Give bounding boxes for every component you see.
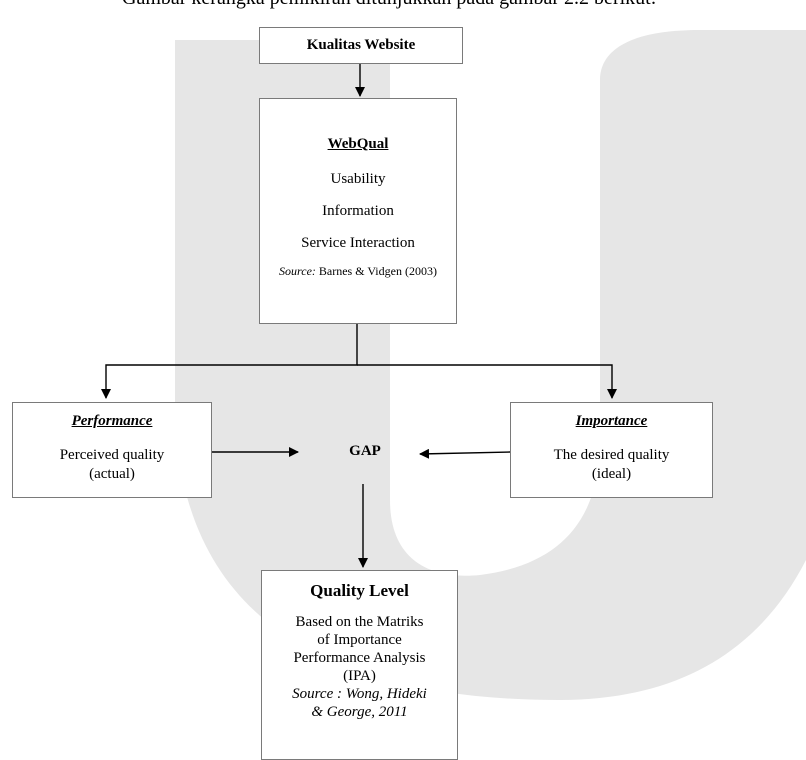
performance-title: Performance <box>71 413 153 429</box>
webqual-source-text: Barnes & Vidgen (2003) <box>318 264 437 278</box>
importance-line-1: The desired quality <box>553 447 670 463</box>
gap-label: GAP <box>349 443 381 459</box>
quality-level-description: Based on the Matriks of Importance Perfo… <box>262 613 457 685</box>
webqual-source-prefix: Source: <box>279 264 316 278</box>
importance-line-2: (ideal) <box>591 466 632 482</box>
quality-level-title: Quality Level <box>310 581 409 600</box>
quality-source-line-2: & George, 2011 <box>311 704 408 720</box>
performance-line-2: (actual) <box>89 466 135 482</box>
quality-source-line-1: Source : Wong, Hideki <box>292 686 427 702</box>
connector-webqual-branch-right <box>357 364 617 399</box>
performance-box: Performance Perceived quality (actual) <box>12 402 212 498</box>
intro-text: Gambar kerangka pemikiran ditunjukkan pa… <box>122 0 656 10</box>
quality-desc-line-4: (IPA) <box>343 668 376 684</box>
kualitas-website-box: Kualitas Website <box>259 27 463 64</box>
connector-webqual-branch <box>101 324 358 399</box>
quality-desc-line-1: Based on the Matriks <box>295 614 424 630</box>
quality-level-box: Quality Level Based on the Matriks of Im… <box>261 570 458 760</box>
quality-desc-line-2: of Importance <box>317 632 402 648</box>
performance-line-1: Perceived quality <box>59 447 165 463</box>
kualitas-website-title: Kualitas Website <box>306 37 416 53</box>
quality-desc-line-3: Performance Analysis <box>293 650 426 666</box>
arrow-importance-to-gap <box>419 448 511 459</box>
webqual-box: WebQual Usability Information Service In… <box>259 98 457 324</box>
performance-description: Perceived quality (actual) <box>13 446 211 484</box>
importance-description: The desired quality (ideal) <box>511 446 712 484</box>
importance-title: Importance <box>575 413 648 429</box>
webqual-item-service-interaction: Service Interaction <box>301 235 415 251</box>
webqual-title: WebQual <box>327 136 389 152</box>
importance-box: Importance The desired quality (ideal) <box>510 402 713 498</box>
quality-level-source: Source : Wong, Hideki & George, 2011 <box>262 685 457 721</box>
webqual-item-information: Information <box>322 203 394 219</box>
webqual-item-usability: Usability <box>330 171 386 187</box>
webqual-source: Source: Barnes & Vidgen (2003) <box>260 264 456 278</box>
